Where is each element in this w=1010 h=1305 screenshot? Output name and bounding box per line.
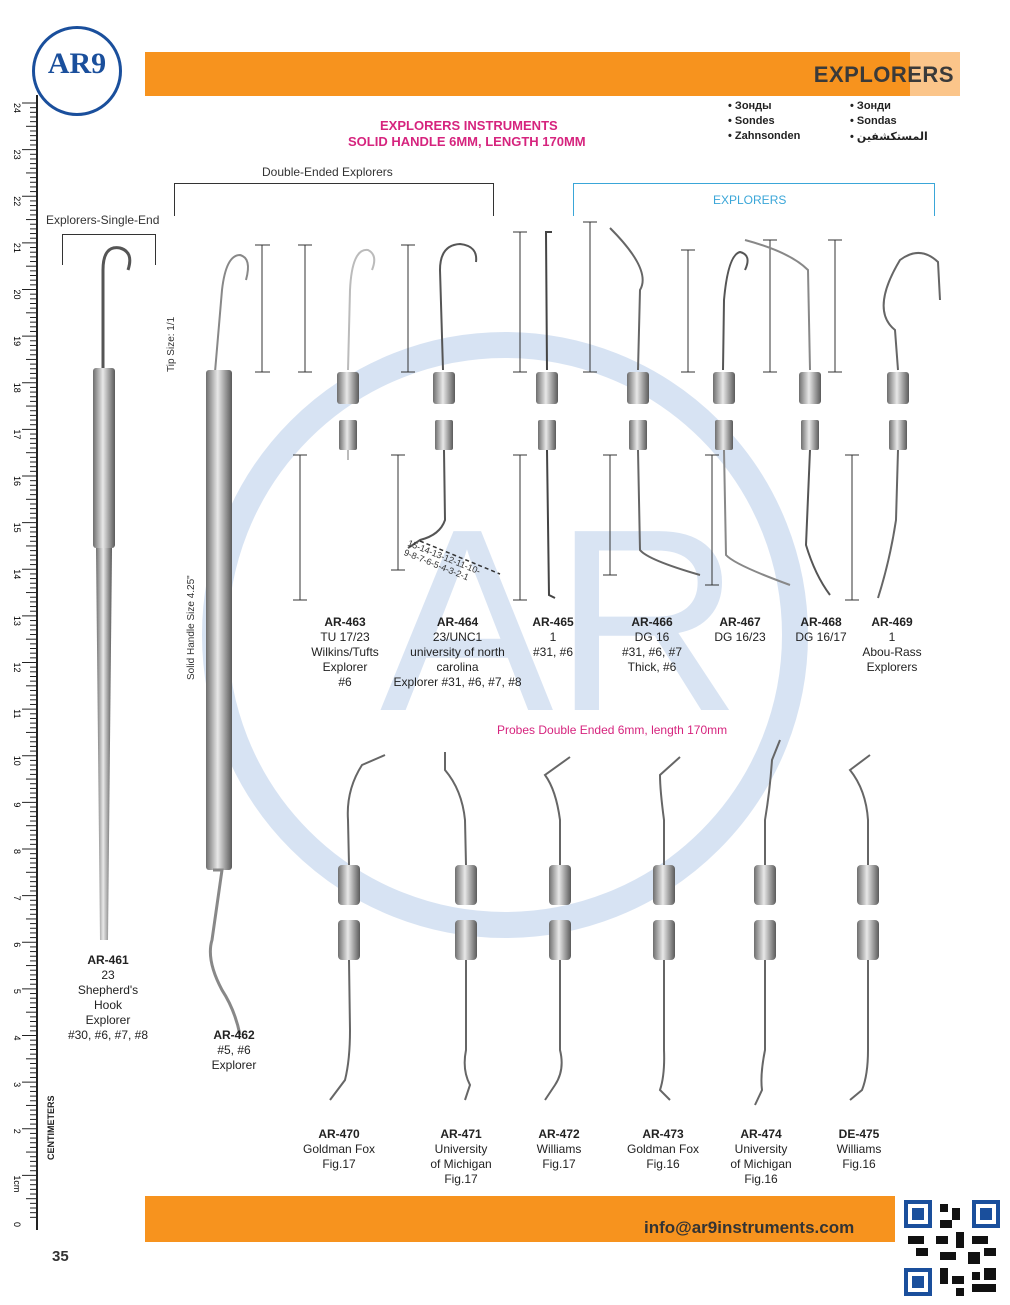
ruler-mark-label: 3: [12, 1082, 22, 1087]
label-ar-466: AR-466 DG 16 #31, #6, #7 Thick, #6: [621, 615, 683, 674]
label-ar-468: AR-468 DG 16/17: [795, 615, 847, 644]
ruler-mark-label: 8: [12, 849, 22, 854]
label-ar-464: AR-464 23/UNC1 university of north carol…: [393, 615, 522, 689]
ruler-mark-label: 0: [12, 1222, 22, 1227]
ruler-ticks: 24 23 22 21 20 19 18 17 16 15 14 13 12 11 10 9 8 7 6 5 4 3 2 1c…: [12, 102, 36, 1227]
ruler-mark-label: 1cm: [12, 1175, 22, 1192]
logo-text: AR9: [47, 47, 107, 80]
header-bar: [145, 52, 960, 96]
explorers-label: EXPLORERS: [713, 193, 787, 207]
ruler-mark-label: 17: [12, 429, 22, 439]
language-es: Sondas: [850, 115, 897, 127]
page-title: EXPLORERS: [813, 62, 954, 87]
ruler-mark-label: 15: [12, 523, 22, 533]
ruler-mark-label: 19: [12, 336, 22, 346]
double-ended-label: Double-Ended Explorers: [262, 165, 393, 179]
instrument-ar-461: [93, 246, 132, 940]
probe-row: [329, 739, 879, 1106]
label-de-475: DE-475 Williams Fig.16: [836, 1127, 882, 1171]
probes-title: Probes Double Ended 6mm, length 170mm: [497, 723, 728, 737]
ruler-mark-label: 18: [12, 383, 22, 393]
label-ar-467: AR-467 DG 16/23: [714, 615, 766, 644]
ruler-mark-label: 24: [12, 103, 22, 113]
label-ar-474: AR-474 University of Michigan Fig.16: [730, 1127, 792, 1186]
subtitle-line-1: EXPLORERS INSTRUMENTS: [380, 118, 558, 133]
ruler-mark-label: 21: [12, 243, 22, 253]
ruler-mark-label: 13: [12, 616, 22, 626]
ruler-mark-label: 22: [12, 196, 22, 206]
language-ar: المستكشفين: [850, 130, 928, 143]
footer-bar: [145, 1196, 895, 1242]
label-ar-462: AR-462 #5, #6 Explorer: [211, 1028, 257, 1072]
single-end-bracket: [62, 234, 156, 265]
subtitle-line-2: SOLID HANDLE 6MM, LENGTH 170MM: [348, 134, 586, 149]
ruler-mark-label: 6: [12, 942, 22, 947]
ruler-mark-label: 2: [12, 1129, 22, 1134]
label-ar-463: AR-463 TU 17/23 Wilkins/Tufts Explorer #…: [311, 615, 379, 689]
ruler-mark-label: 4: [12, 1036, 22, 1041]
contact-email: info@ar9instruments.com: [644, 1218, 855, 1237]
ruler-mark-label: 10: [12, 756, 22, 766]
label-ar-471: AR-471 University of Michigan Fig.17: [430, 1127, 492, 1186]
ruler-mark-label: 5: [12, 989, 22, 994]
label-ar-472: AR-472 Williams Fig.17: [536, 1127, 582, 1171]
instrument-ar-462: [206, 253, 249, 1036]
ruler-mark-label: 9: [12, 802, 22, 807]
language-ru: Зонды: [728, 100, 772, 112]
explorers-bracket: [573, 183, 935, 216]
language-uk: Зонди: [850, 100, 891, 112]
ruler-mark-label: 20: [12, 290, 22, 300]
language-de: Zahnsonden: [728, 130, 800, 142]
ruler-mark-label: 7: [12, 896, 22, 901]
label-ar-465: AR-465 1 #31, #6: [532, 615, 574, 659]
label-ar-470: AR-470 Goldman Fox Fig.17: [302, 1127, 376, 1171]
language-fr: Sondes: [728, 115, 775, 127]
ruler-mark-label: 16: [12, 476, 22, 486]
company-logo: AR9: [32, 26, 122, 116]
ruler-mark-label: 11: [12, 709, 22, 718]
centimeter-ruler: 24 23 22 21 20 19 18 17 16 15 14 13 12 11 10 9 8 7 6 5 4 3 2 1c…: [2, 95, 38, 1230]
double-ended-bracket: [174, 183, 494, 216]
explorer-row: [255, 221, 941, 601]
page-number: 35: [52, 1248, 69, 1265]
ruler-mark-label: 12: [12, 663, 22, 673]
label-ar-461: AR-461 23 Shepherd's Hook Explorer #30, …: [67, 953, 149, 1042]
label-ar-473: AR-473 Goldman Fox Fig.16: [626, 1127, 700, 1171]
ruler-mark-label: 23: [12, 150, 22, 160]
qr-code-icon: [904, 1200, 1000, 1296]
single-end-label: Explorers-Single-End: [46, 213, 160, 227]
label-ar-469: AR-469 1 Abou-Rass Explorers: [862, 615, 922, 674]
ruler-mark-label: 14: [12, 569, 22, 579]
